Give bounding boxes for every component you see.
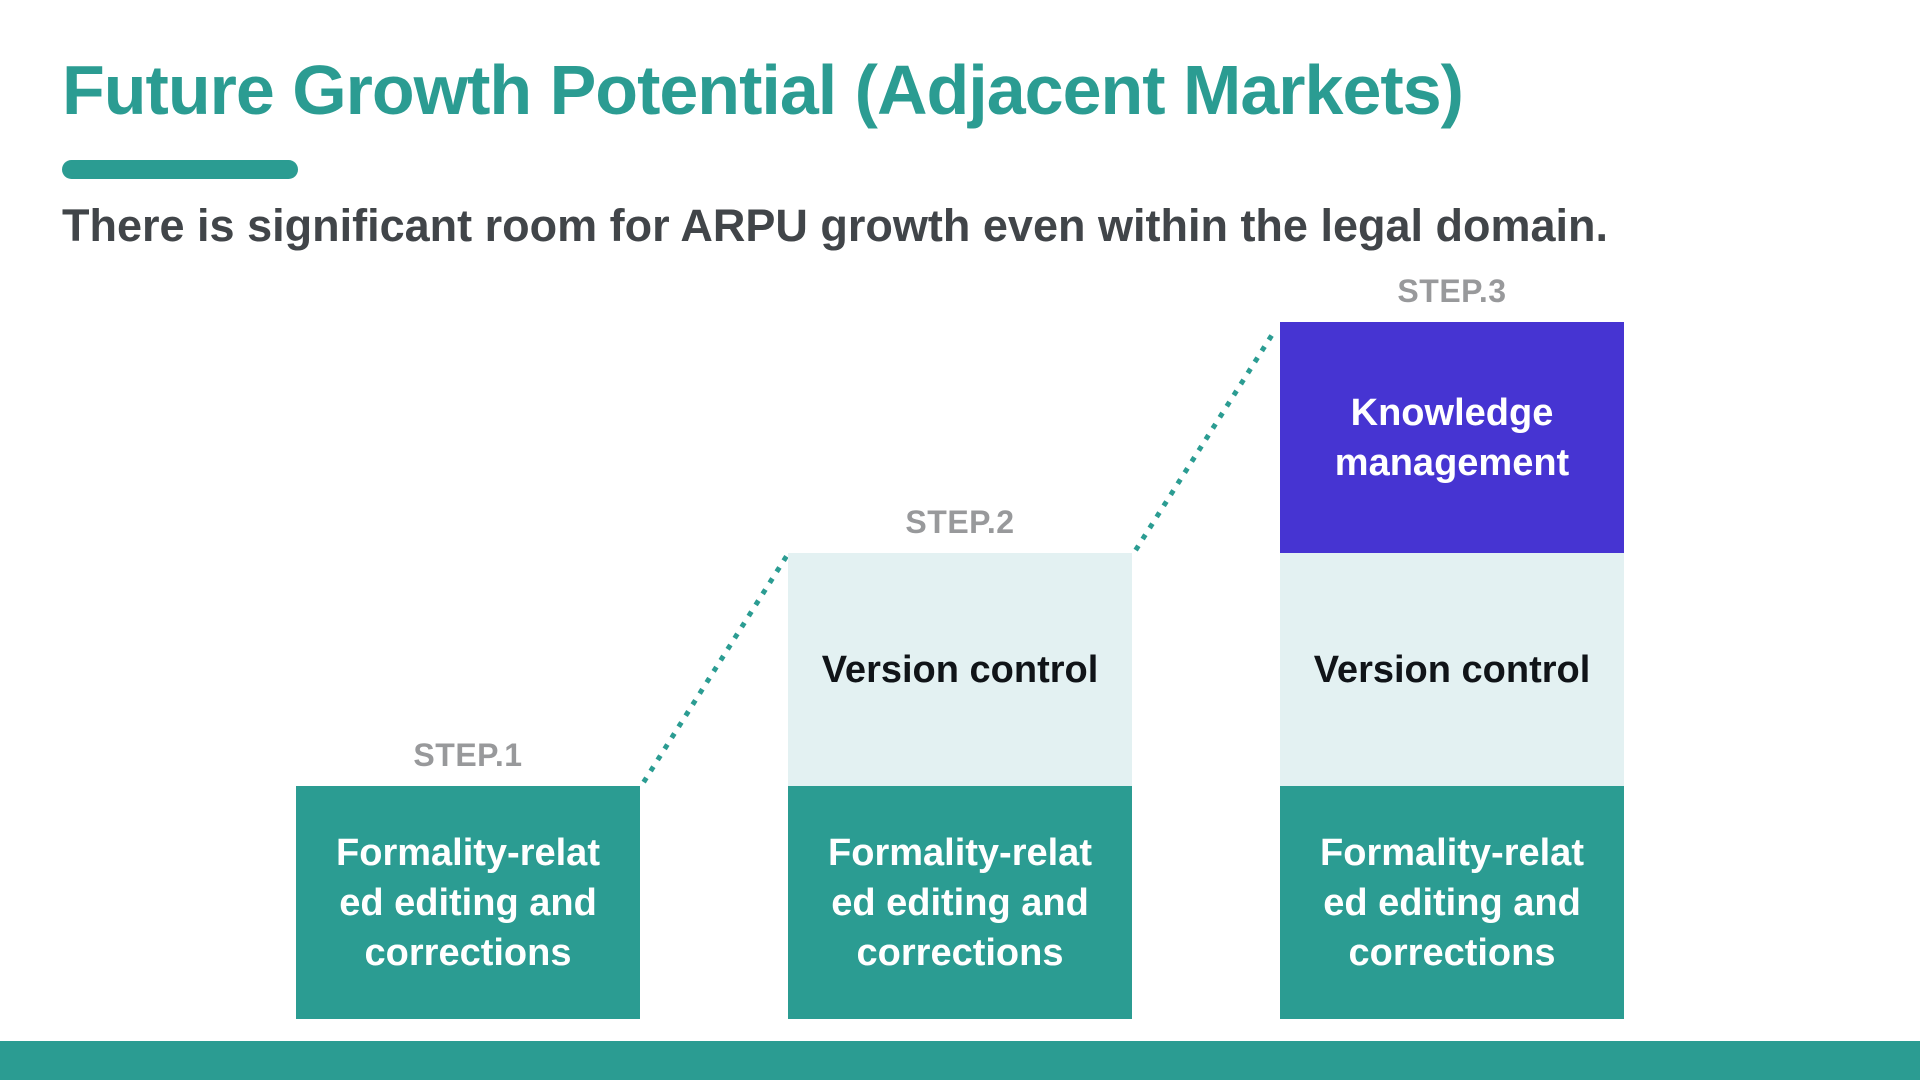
step1-formality-editing-block: Formality-relat ed editing and correctio… xyxy=(296,786,640,1019)
step2-version-control-block: Version control xyxy=(788,553,1132,786)
step2-formality-editing-label: Formality-relat ed editing and correctio… xyxy=(828,831,1092,974)
step2-version-control-label: Version control xyxy=(821,648,1099,691)
subtitle: There is significant room for ARPU growt… xyxy=(62,200,1608,251)
title-underline xyxy=(62,160,298,179)
step3-formality-editing-block: Formality-relat ed editing and correctio… xyxy=(1280,786,1624,1019)
page-title: Future Growth Potential (Adjacent Market… xyxy=(62,51,1464,129)
step3-formality-editing-label: Formality-relat ed editing and correctio… xyxy=(1320,831,1584,974)
dotted-connector-step2-step3 xyxy=(1133,323,1281,552)
step3-label: STEP.3 xyxy=(1397,273,1507,309)
dotted-connector-step1-step2 xyxy=(641,553,790,784)
step1-label: STEP.1 xyxy=(413,737,523,773)
step3-knowledge-management-block: Knowledge management xyxy=(1280,322,1624,553)
step2-formality-editing-block: Formality-relat ed editing and correctio… xyxy=(788,786,1132,1019)
step3-version-control-block: Version control xyxy=(1280,553,1624,786)
step3-knowledge-management-label: Knowledge management xyxy=(1334,391,1570,484)
step2-label: STEP.2 xyxy=(905,504,1015,540)
step3-version-control-label: Version control xyxy=(1313,648,1591,691)
step1-formality-editing-label: Formality-relat ed editing and correctio… xyxy=(336,831,600,974)
footer-bar xyxy=(0,1041,1920,1080)
